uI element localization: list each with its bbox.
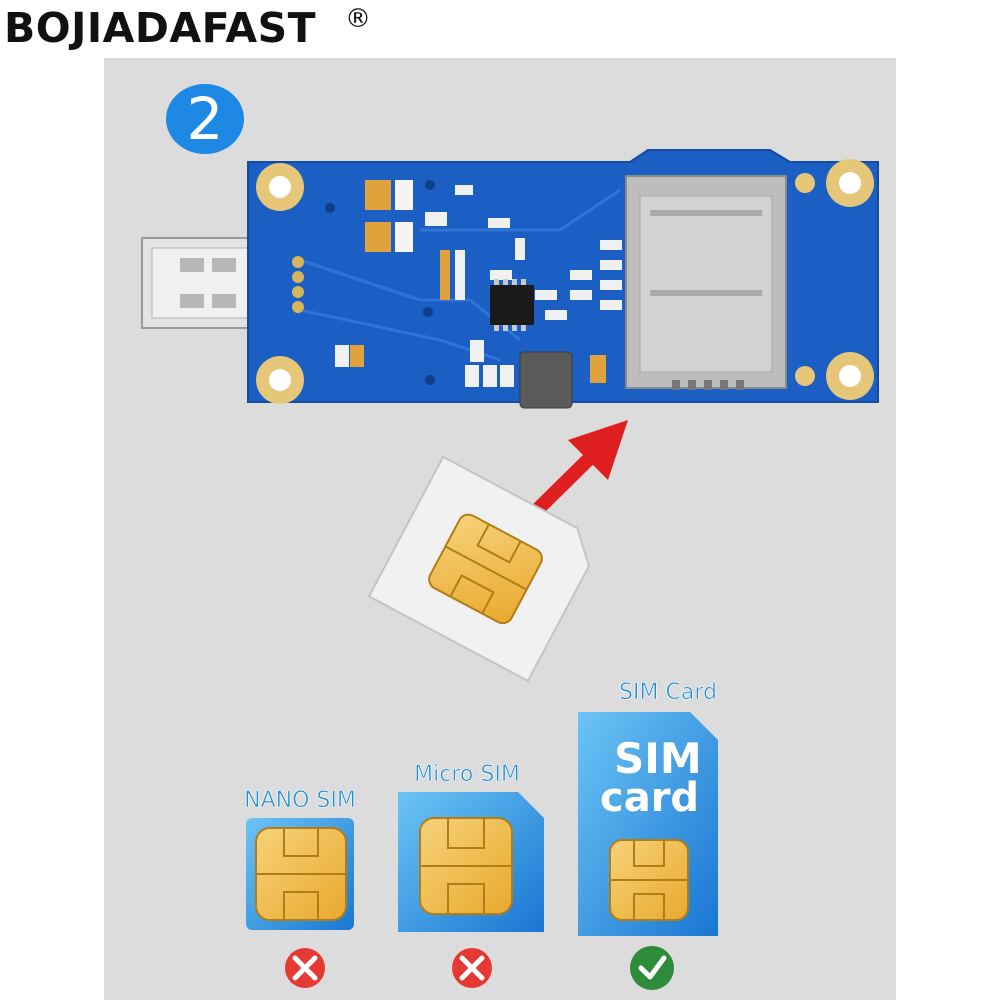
mounting-hole xyxy=(826,352,874,400)
micro-sim-card xyxy=(398,792,544,932)
pcb-board xyxy=(247,149,879,409)
sim-card-text-line1: SIM xyxy=(614,734,702,783)
sim-card-insert xyxy=(367,455,591,683)
nano-sim-label: NANO SIM xyxy=(244,788,356,814)
nano-sim-card xyxy=(246,818,354,930)
mounting-hole xyxy=(256,356,304,404)
cross-icon xyxy=(285,948,325,988)
full-sim-card xyxy=(578,712,718,936)
step-number-badge: 2 xyxy=(166,84,244,154)
sim-card-text-line2: card xyxy=(600,775,700,821)
mounting-hole xyxy=(826,159,874,207)
brand-name: BOJIADAFAST xyxy=(4,4,317,52)
insert-arrow-icon xyxy=(530,420,628,517)
micro-sim-label: Micro SIM xyxy=(414,762,520,788)
check-icon xyxy=(630,946,674,990)
cross-icon xyxy=(452,948,492,988)
registered-mark: ® xyxy=(345,4,371,34)
sim-card-label: SIM Card xyxy=(619,680,718,706)
mounting-hole xyxy=(256,163,304,211)
